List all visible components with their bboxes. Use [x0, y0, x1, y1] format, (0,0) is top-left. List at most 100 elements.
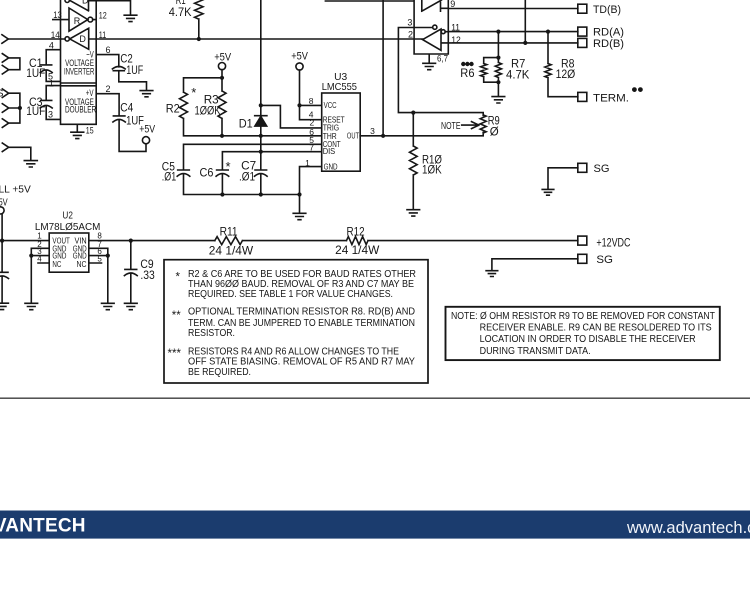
svg-text:+5V: +5V	[291, 51, 308, 63]
svg-text:5V: 5V	[0, 197, 8, 209]
svg-text:R7: R7	[511, 57, 526, 71]
svg-text:THR: THR	[323, 131, 337, 141]
svg-text:C1: C1	[29, 56, 43, 70]
svg-text:R3: R3	[204, 92, 219, 106]
svg-text:12: 12	[451, 35, 461, 46]
svg-text:VOLTAGE: VOLTAGE	[65, 58, 94, 69]
svg-text:U2: U2	[62, 209, 73, 221]
svg-text:VIN: VIN	[75, 237, 87, 246]
svg-text:C3: C3	[29, 95, 43, 109]
svg-text:11: 11	[451, 23, 460, 34]
svg-text:SG: SG	[594, 163, 610, 175]
svg-text:DURING TRANSMIT DATA.: DURING TRANSMIT DATA.	[480, 346, 591, 357]
svg-text:C6: C6	[200, 165, 214, 179]
svg-text:ADVANTECH: ADVANTECH	[0, 515, 86, 536]
svg-text:8: 8	[309, 96, 314, 106]
svg-text:4.7K: 4.7K	[506, 68, 529, 82]
svg-text:2: 2	[37, 240, 42, 249]
svg-text:VOLTAGE: VOLTAGE	[65, 97, 94, 108]
svg-text:www.advantech.com: www.advantech.com	[626, 519, 750, 537]
svg-text:1: 1	[305, 158, 310, 168]
svg-text:OUT: OUT	[347, 131, 359, 141]
svg-text:C9: C9	[140, 257, 153, 271]
svg-text:2: 2	[310, 118, 315, 128]
svg-text:LL +5V: LL +5V	[0, 183, 31, 195]
svg-text:12Ø: 12Ø	[556, 67, 576, 81]
svg-text:U3: U3	[334, 71, 347, 83]
svg-text:11: 11	[99, 30, 107, 41]
svg-text:NC: NC	[52, 260, 61, 269]
svg-text:D: D	[82, 0, 89, 5]
svg-text:SG: SG	[596, 254, 613, 266]
svg-text:R1: R1	[176, 0, 186, 7]
svg-text:1: 1	[49, 78, 54, 88]
svg-text:R11: R11	[220, 224, 238, 238]
svg-text:GND: GND	[52, 252, 66, 261]
svg-text:NOTE: NOTE	[441, 121, 461, 132]
svg-text:3: 3	[48, 110, 53, 120]
svg-text:9: 9	[450, 0, 455, 9]
svg-text:14: 14	[51, 30, 60, 41]
svg-text:TRIG: TRIG	[323, 122, 340, 132]
svg-text:2: 2	[106, 84, 111, 94]
svg-text:C7: C7	[241, 159, 256, 173]
svg-text:RD(A): RD(A)	[593, 26, 624, 38]
svg-text:C5: C5	[162, 159, 175, 173]
svg-text:NC: NC	[77, 260, 87, 269]
svg-text:C2: C2	[120, 52, 133, 66]
svg-text:D: D	[79, 34, 86, 44]
svg-text:RESISTOR.: RESISTOR.	[188, 328, 235, 339]
svg-text:OPTIONAL TERMINATION RESISTOR: OPTIONAL TERMINATION RESISTOR R8. RD(B) …	[188, 307, 415, 318]
svg-text:D1: D1	[239, 116, 253, 130]
svg-text:RESET: RESET	[323, 114, 345, 124]
svg-text:15: 15	[86, 125, 94, 136]
svg-text:OFF STATE BIASING. REMOVAL OF: OFF STATE BIASING. REMOVAL OF R5 AND R7 …	[188, 357, 416, 368]
svg-text:.33: .33	[140, 268, 155, 282]
svg-text:1UF: 1UF	[26, 104, 45, 118]
svg-text:4.7K: 4.7K	[169, 5, 192, 19]
svg-text:12: 12	[99, 11, 107, 22]
svg-text:RECEIVER ENABLE. R9 CAN BE RES: RECEIVER ENABLE. R9 CAN BE RESOLDERED TO…	[480, 323, 712, 334]
svg-text:*: *	[176, 271, 181, 283]
svg-text:24 1/4W: 24 1/4W	[209, 244, 254, 258]
svg-text:+V: +V	[86, 88, 94, 99]
svg-text:1ØK: 1ØK	[422, 163, 442, 177]
svg-text:5: 5	[48, 72, 53, 82]
svg-text:R8: R8	[561, 57, 575, 71]
svg-text:5: 5	[309, 135, 314, 145]
svg-text:S: S	[0, 88, 4, 100]
svg-text:GND: GND	[324, 161, 338, 171]
svg-text:1: 1	[37, 232, 42, 241]
svg-text:7: 7	[309, 142, 314, 152]
svg-text:5: 5	[97, 255, 102, 264]
svg-text:GND: GND	[73, 252, 87, 261]
svg-text:THAN 96ØØ BAUD. REMOVAL OF R3: THAN 96ØØ BAUD. REMOVAL OF R3 AND C7 MAY…	[188, 279, 414, 290]
svg-text:6: 6	[106, 45, 111, 55]
svg-text:VOUT: VOUT	[52, 237, 69, 246]
svg-text:R2: R2	[166, 101, 180, 115]
svg-text:3: 3	[37, 247, 42, 256]
svg-text:LM78LØ5ACM: LM78LØ5ACM	[35, 221, 101, 233]
svg-text:13: 13	[53, 10, 62, 21]
svg-text:INVERTER: INVERTER	[64, 67, 94, 78]
svg-text:DIS: DIS	[323, 146, 336, 156]
svg-text:4: 4	[309, 109, 314, 119]
svg-text:NOTE: Ø OHM RESISTOR R9 TO BE: NOTE: Ø OHM RESISTOR R9 TO BE REMOVED FO…	[451, 311, 715, 322]
svg-text:CONT: CONT	[323, 139, 341, 149]
svg-text:***: ***	[168, 348, 182, 360]
svg-text:**: **	[172, 310, 181, 322]
svg-text:DOUBLER: DOUBLER	[65, 105, 96, 116]
svg-text:.Ø1: .Ø1	[162, 170, 177, 184]
svg-text:LMC555: LMC555	[322, 81, 357, 93]
svg-text:1ØØK: 1ØØK	[195, 103, 221, 117]
svg-text:LOCATION IN ORDER TO DISABLE T: LOCATION IN ORDER TO DISABLE THE RECEIVE…	[480, 334, 696, 345]
svg-text:−V: −V	[86, 50, 94, 61]
svg-text:2: 2	[408, 30, 413, 40]
svg-text:C4: C4	[120, 101, 133, 115]
svg-text:R1Ø: R1Ø	[422, 153, 442, 167]
svg-text:R12: R12	[347, 224, 365, 238]
svg-text:+5V: +5V	[139, 124, 155, 136]
svg-text:1UF: 1UF	[126, 113, 144, 127]
svg-text:3: 3	[370, 126, 375, 136]
svg-text:6,7: 6,7	[437, 54, 448, 65]
